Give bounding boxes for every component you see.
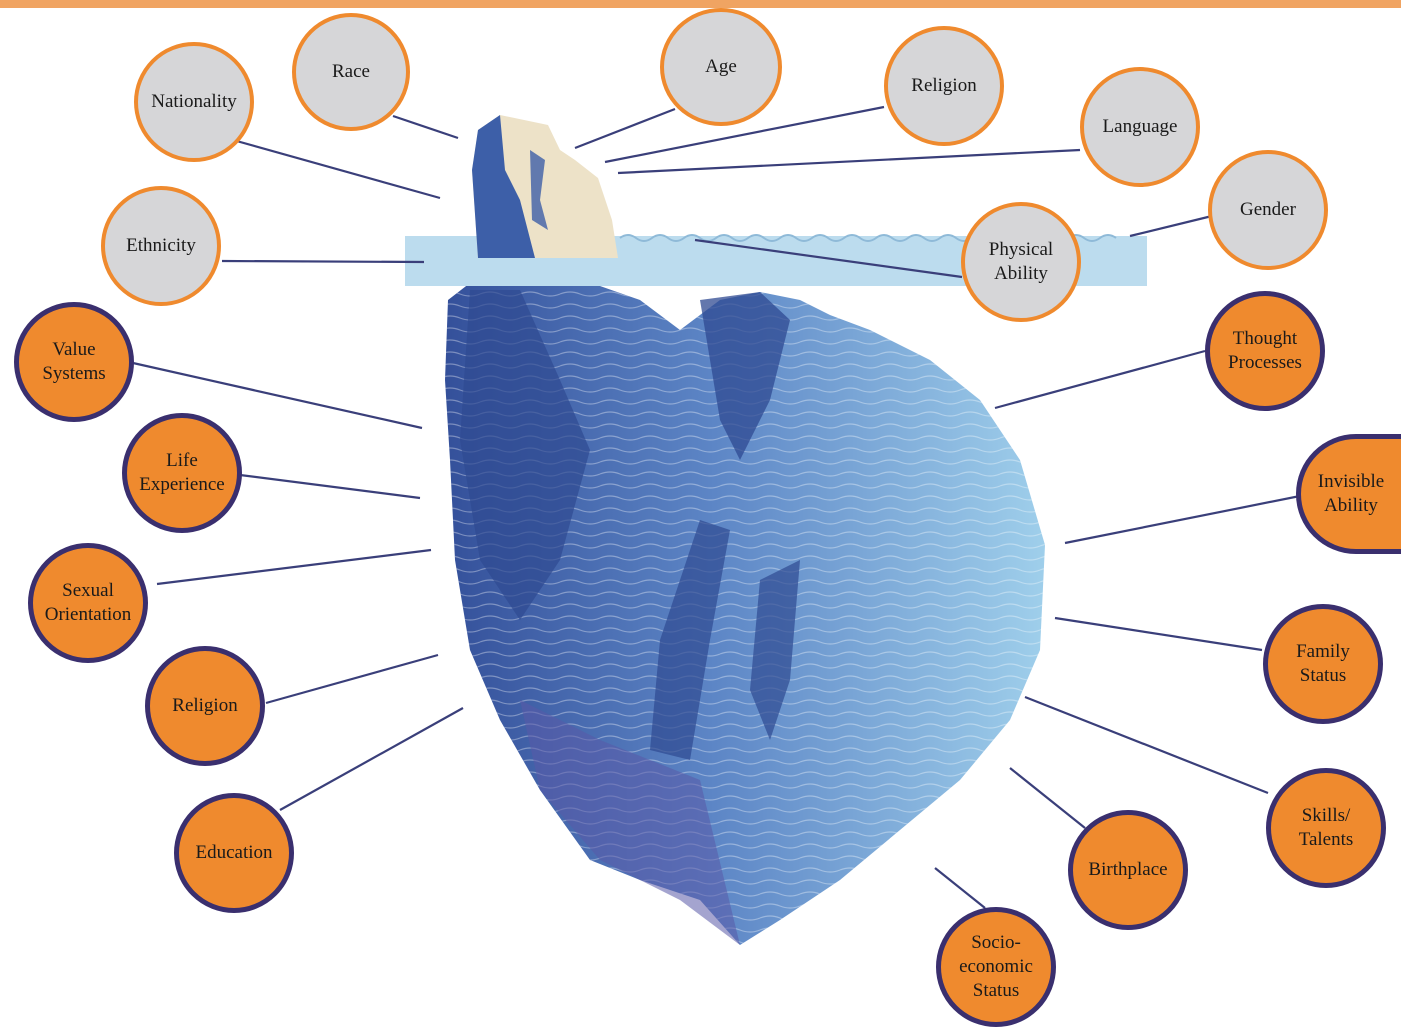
- connector-line: [132, 361, 423, 430]
- connector-line: [1054, 616, 1263, 652]
- iceberg-tip-shadow: [472, 115, 535, 258]
- connector-line: [574, 107, 676, 150]
- connector-line: [1009, 767, 1086, 829]
- bubble-age: Age: [660, 8, 782, 126]
- bubble-label: Sexual Orientation: [44, 580, 132, 625]
- bubble-label: Gender: [1240, 199, 1296, 221]
- bubble-religion-hidden: Religion: [145, 646, 265, 766]
- bubble-label: Age: [705, 56, 737, 78]
- bubble-label: Value Systems: [42, 339, 106, 384]
- bubble-label: Religion: [911, 75, 977, 97]
- bubble-gender: Gender: [1208, 150, 1328, 270]
- iceberg-dark-facet: [700, 292, 790, 460]
- connector-line: [239, 473, 421, 500]
- connector-line: [221, 259, 425, 264]
- connector-line: [1064, 494, 1301, 545]
- bubble-label: Invisible Ability: [1317, 471, 1385, 516]
- bubble-invisible-ability: Invisible Ability: [1296, 434, 1401, 554]
- bubble-skills-talents: Skills/ Talents: [1266, 768, 1386, 888]
- bubble-education: Education: [174, 793, 294, 913]
- bubble-label: Family Status: [1296, 641, 1350, 686]
- bubble-label: Skills/ Talents: [1298, 805, 1354, 850]
- bubble-label: Physical Ability: [988, 239, 1054, 284]
- bubble-label: Ethnicity: [126, 235, 196, 257]
- bubble-label: Socio- economic Status: [959, 932, 1033, 1001]
- bubble-label: Race: [332, 61, 370, 83]
- connector-line: [604, 105, 885, 164]
- bubble-life-experience: Life Experience: [122, 413, 242, 533]
- bubble-family-status: Family Status: [1263, 604, 1383, 724]
- connector-lines: [132, 105, 1301, 909]
- bubble-birthplace: Birthplace: [1068, 810, 1188, 930]
- iceberg-dark-facet: [520, 700, 740, 945]
- iceberg-tip-shadow: [530, 150, 548, 230]
- bubble-socio-economic-status: Socio- economic Status: [936, 907, 1056, 1027]
- connector-line: [694, 238, 963, 279]
- bubble-label: Nationality: [151, 91, 237, 113]
- bubble-sexual-orientation: Sexual Orientation: [28, 543, 148, 663]
- connector-line: [232, 138, 441, 200]
- connector-line: [994, 349, 1206, 410]
- connector-line: [156, 548, 432, 586]
- connector-line: [1129, 214, 1213, 238]
- bubble-ethnicity: Ethnicity: [101, 186, 221, 306]
- bubble-label: Education: [195, 842, 273, 864]
- bubble-nationality: Nationality: [134, 42, 254, 162]
- iceberg-dark-facet: [460, 290, 590, 620]
- bubble-language: Language: [1080, 67, 1200, 187]
- bubble-label: Birthplace: [1088, 859, 1168, 881]
- connector-line: [265, 653, 439, 705]
- bubble-value-systems: Value Systems: [14, 302, 134, 422]
- top-accent-bar: [0, 0, 1401, 8]
- iceberg-dark-facet: [750, 560, 800, 740]
- iceberg-dark-facet: [650, 520, 730, 760]
- connector-line: [1024, 695, 1269, 795]
- bubble-label: Life Experience: [139, 450, 225, 495]
- bubble-physical-ability: Physical Ability: [961, 202, 1081, 322]
- connector-line: [617, 148, 1081, 175]
- connector-line: [934, 867, 986, 909]
- bubble-thought-processes: Thought Processes: [1205, 291, 1325, 411]
- connector-line: [279, 707, 464, 811]
- bubble-race: Race: [292, 13, 410, 131]
- bubble-religion-visible: Religion: [884, 26, 1004, 146]
- bubble-label: Language: [1102, 116, 1178, 138]
- bubble-label: Religion: [172, 695, 238, 717]
- connector-line: [392, 114, 459, 140]
- bubble-label: Thought Processes: [1228, 328, 1302, 373]
